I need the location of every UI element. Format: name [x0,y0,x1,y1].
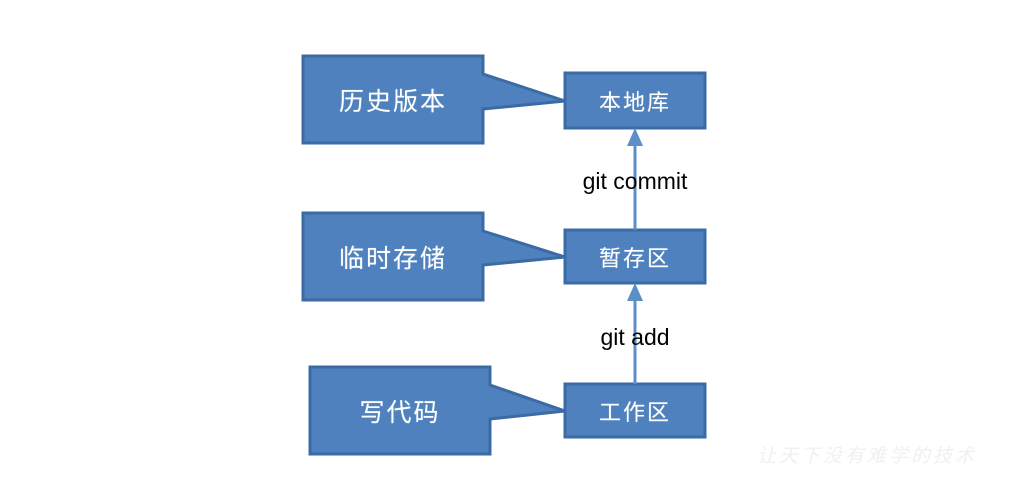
callout-shape-row-2[interactable] [301,211,566,302]
watermark-text: 让天下没有难学的技术 [757,446,978,467]
arrow-git-add [627,283,643,384]
callout-shape-row-1[interactable] [301,54,566,145]
edge-label-git-commit: git commit [582,168,688,194]
arrow-git-commit [627,128,643,230]
target-box-row-1[interactable] [563,71,707,130]
target-box-row-3[interactable] [563,382,707,439]
callout-shape-row-3[interactable] [308,365,566,456]
target-box-row-2[interactable] [563,228,707,285]
edge-label-git-add: git add [600,324,670,350]
